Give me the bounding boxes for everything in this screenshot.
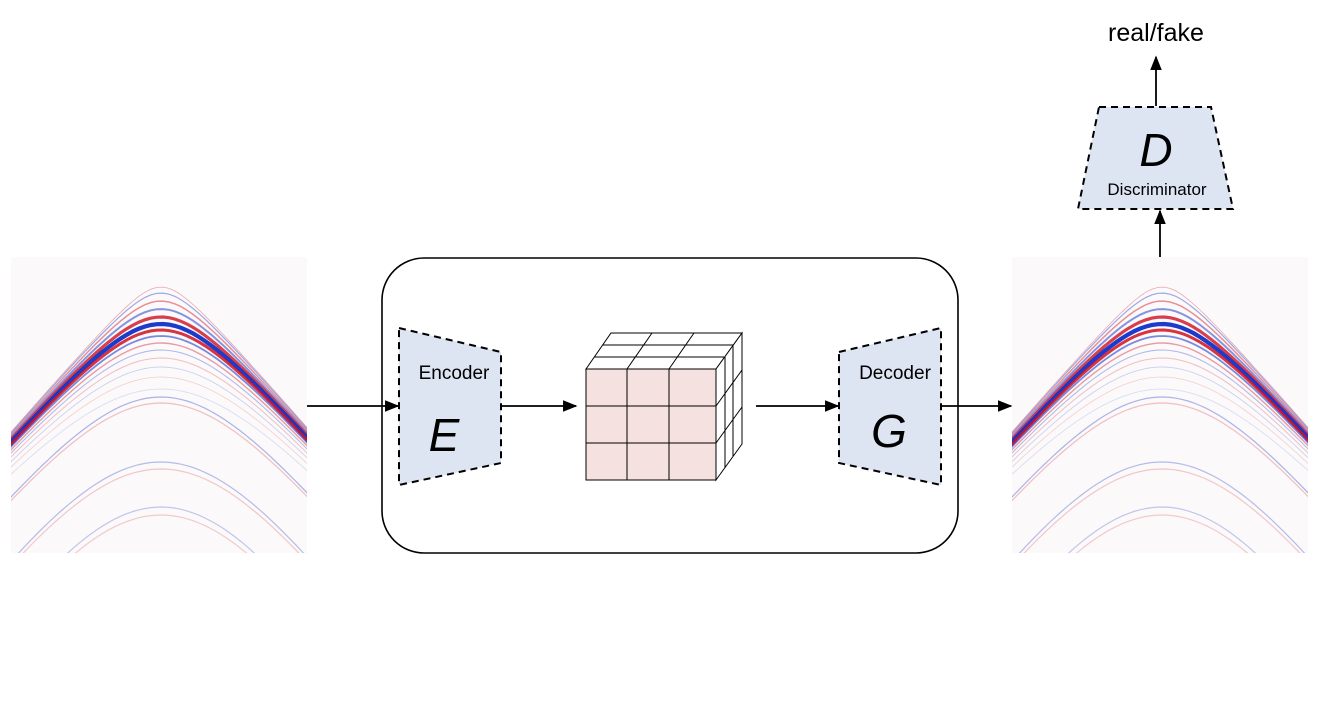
seismic-event-trace <box>11 315 307 443</box>
seismic-event-trace <box>1012 321 1308 446</box>
seismic-event-trace <box>17 461 305 553</box>
seismic-event-trace <box>11 300 307 437</box>
seismic-event-trace <box>11 292 307 435</box>
seismic-event-trace <box>1012 388 1308 475</box>
seismic-event-trace <box>1067 506 1257 553</box>
output-seismic-image <box>1012 257 1308 553</box>
encoder-label: Encoder <box>419 363 490 384</box>
encoder-block <box>398 326 502 487</box>
seismic-event-trace <box>1012 342 1308 451</box>
seismic-event-trace <box>11 402 307 502</box>
seismic-event-trace <box>11 335 307 449</box>
seismic-event-trace <box>66 506 256 553</box>
decoder-symbol: G <box>871 405 907 457</box>
seismic-event-trace <box>11 321 307 446</box>
seismic-event-trace <box>1023 468 1301 553</box>
seismic-event-trace <box>11 376 307 468</box>
seismic-event-trace <box>1012 376 1308 468</box>
seismic-event-trace <box>1012 286 1308 433</box>
discriminator-block <box>1076 106 1235 210</box>
seismic-event-trace <box>1012 357 1308 458</box>
decoder-label: Decoder <box>859 363 931 384</box>
input-seismic-image <box>11 257 307 553</box>
seismic-event-trace <box>1012 366 1308 463</box>
seismic-event-trace <box>1012 328 1308 447</box>
seismic-event-trace <box>1012 335 1308 449</box>
seismic-event-trace <box>1012 402 1308 502</box>
seismic-event-trace <box>11 396 307 498</box>
seismic-event-trace <box>11 349 307 454</box>
seismic-event-trace <box>1012 308 1308 439</box>
discriminator-symbol: D <box>1139 124 1172 176</box>
seismic-event-trace <box>1018 461 1306 553</box>
latent-cube-icon <box>585 331 743 482</box>
seismic-event-trace <box>22 468 300 553</box>
seismic-event-trace <box>1012 300 1308 437</box>
discriminator-label: Discriminator <box>1107 180 1207 199</box>
seismic-event-trace <box>1012 315 1308 443</box>
seismic-event-trace <box>11 308 307 439</box>
seismic-event-trace <box>11 286 307 433</box>
seismic-event-trace <box>11 342 307 451</box>
seismic-event-trace <box>11 328 307 447</box>
output-label: real/fake <box>1108 19 1204 47</box>
seismic-event-trace <box>11 366 307 463</box>
seismic-event-trace <box>1012 396 1308 498</box>
seismic-event-trace <box>11 357 307 458</box>
decoder-block <box>838 326 942 487</box>
seismic-event-trace <box>1012 292 1308 435</box>
seismic-event-trace <box>1012 349 1308 454</box>
encoder-symbol: E <box>429 409 461 461</box>
seismic-event-trace <box>11 388 307 475</box>
seismic-event-trace <box>74 514 248 553</box>
seismic-event-trace <box>1075 514 1249 553</box>
